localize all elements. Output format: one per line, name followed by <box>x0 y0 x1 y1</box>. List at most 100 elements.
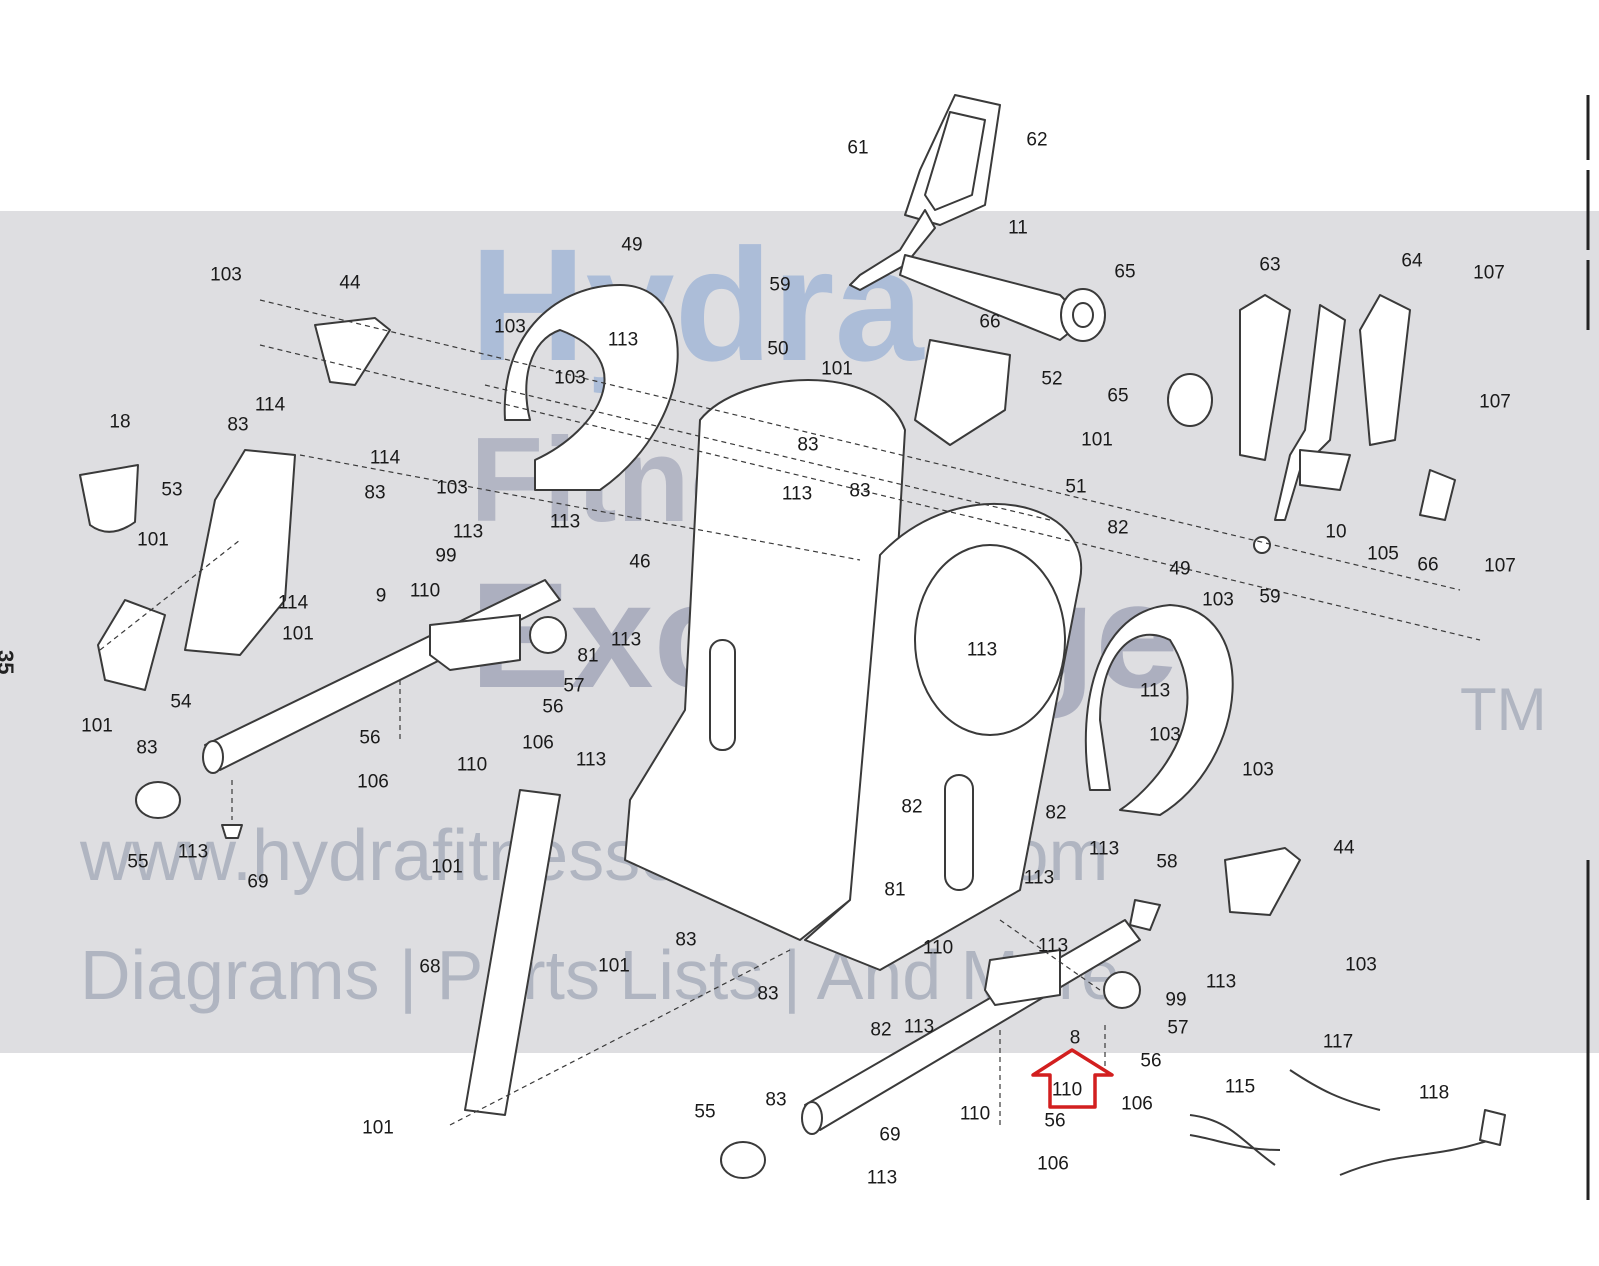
part-label-101: 101 <box>282 623 314 645</box>
part-label-113: 113 <box>866 1167 898 1189</box>
part-label-113: 113 <box>549 511 581 533</box>
part-label-107: 107 <box>1473 262 1505 284</box>
frame-50-slot <box>709 639 736 751</box>
highlight-arrow-icon <box>1031 1048 1114 1109</box>
part-label-113: 113 <box>903 1016 935 1038</box>
bracket-10 <box>1299 449 1351 491</box>
part-label-64: 64 <box>1401 250 1423 272</box>
leg-tube-9-end <box>202 740 224 774</box>
end-cap-55-left <box>135 781 181 819</box>
part-label-51: 51 <box>1065 476 1087 498</box>
part-label-110: 110 <box>456 754 488 776</box>
part-label-63: 63 <box>1259 254 1281 276</box>
stabilizer-block-left <box>429 614 521 671</box>
leveler-69-left <box>221 824 243 839</box>
part-label-113: 113 <box>607 329 639 351</box>
cover-54 <box>97 599 166 691</box>
cable-118 <box>1339 1139 1491 1176</box>
part-label-83: 83 <box>849 480 871 502</box>
part-label-113: 113 <box>966 639 998 661</box>
part-label-57: 57 <box>563 675 585 697</box>
part-label-117: 117 <box>1322 1031 1354 1053</box>
part-label-113: 113 <box>452 521 484 543</box>
cable-117 <box>1289 1069 1381 1111</box>
upper-handle-arm <box>849 209 936 291</box>
part-label-103: 103 <box>554 367 586 389</box>
part-label-9: 9 <box>375 585 387 607</box>
part-label-66: 66 <box>979 311 1001 333</box>
part-label-65: 65 <box>1114 261 1136 283</box>
part-label-8: 8 <box>1069 1027 1081 1049</box>
part-label-107: 107 <box>1484 555 1516 577</box>
part-label-103: 103 <box>1202 589 1234 611</box>
part-label-83: 83 <box>797 434 819 456</box>
end-cap-55-right <box>720 1141 766 1179</box>
part-label-83: 83 <box>364 482 386 504</box>
part-label-113: 113 <box>1088 838 1120 860</box>
part-label-101: 101 <box>137 529 169 551</box>
part-label-101: 101 <box>431 856 463 878</box>
frame-51-ring <box>914 544 1066 736</box>
bolt-59-right <box>1253 536 1271 554</box>
pedal-44-right <box>1224 847 1301 916</box>
part-label-69: 69 <box>247 871 269 893</box>
bushing-65-right <box>1167 373 1213 427</box>
part-label-113: 113 <box>610 629 642 651</box>
part-label-103: 103 <box>494 316 526 338</box>
part-label-101: 101 <box>1081 429 1113 451</box>
frame-51-slot <box>944 774 974 891</box>
part-label-83: 83 <box>757 983 779 1005</box>
shroud-52 <box>914 339 1011 446</box>
part-label-101: 101 <box>362 1117 394 1139</box>
part-label-49: 49 <box>1169 558 1191 580</box>
cup-holder <box>79 464 139 533</box>
part-label-81: 81 <box>577 645 599 667</box>
part-label-103: 103 <box>210 264 242 286</box>
part-label-66: 66 <box>1417 554 1439 576</box>
part-label-59: 59 <box>1259 586 1281 608</box>
part-label-101: 101 <box>598 955 630 977</box>
part-label-114: 114 <box>254 394 286 416</box>
part-label-103: 103 <box>1345 954 1377 976</box>
part-label-115: 115 <box>1224 1076 1256 1098</box>
part-label-103: 103 <box>1242 759 1274 781</box>
part-label-54: 54 <box>170 691 192 713</box>
endcap-58 <box>1129 899 1161 931</box>
part-label-68: 68 <box>419 956 441 978</box>
power-adapter-118 <box>1479 1109 1506 1146</box>
upper-handle-grip-inner <box>924 111 986 211</box>
part-label-114: 114 <box>369 447 401 469</box>
shroud-49-right <box>1084 604 1234 816</box>
part-label-110: 110 <box>1051 1079 1083 1101</box>
part-label-101: 101 <box>81 715 113 737</box>
part-label-59: 59 <box>769 274 791 296</box>
part-label-62: 62 <box>1026 129 1048 151</box>
upper-handle-grip <box>904 94 1001 226</box>
part-label-81: 81 <box>884 879 906 901</box>
part-label-118: 118 <box>1418 1082 1450 1104</box>
frame-half-51 <box>804 502 1083 971</box>
part-label-82: 82 <box>1107 517 1129 539</box>
part-label-50: 50 <box>767 338 789 360</box>
right-handle-arm <box>1274 304 1346 521</box>
part-label-113: 113 <box>1037 935 1069 957</box>
part-label-110: 110 <box>922 937 954 959</box>
right-handle-grip-63 <box>1239 294 1291 461</box>
part-label-82: 82 <box>870 1019 892 1041</box>
cover-64 <box>1359 294 1411 446</box>
part-label-55: 55 <box>694 1101 716 1123</box>
part-label-52: 52 <box>1041 368 1063 390</box>
stabilizer-block-right <box>984 949 1061 1006</box>
part-label-83: 83 <box>136 737 158 759</box>
wheel-57-left <box>529 616 567 654</box>
pedal-arm-68 <box>464 789 561 1116</box>
part-label-103: 103 <box>436 477 468 499</box>
watermark-trademark: TM <box>1460 676 1547 743</box>
part-label-113: 113 <box>575 749 607 771</box>
part-label-69: 69 <box>879 1124 901 1146</box>
part-label-106: 106 <box>1037 1153 1069 1175</box>
frame-half-50 <box>624 379 906 941</box>
part-label-107: 107 <box>1479 391 1511 413</box>
part-label-105: 105 <box>1367 543 1399 565</box>
part-label-113: 113 <box>1205 971 1237 993</box>
